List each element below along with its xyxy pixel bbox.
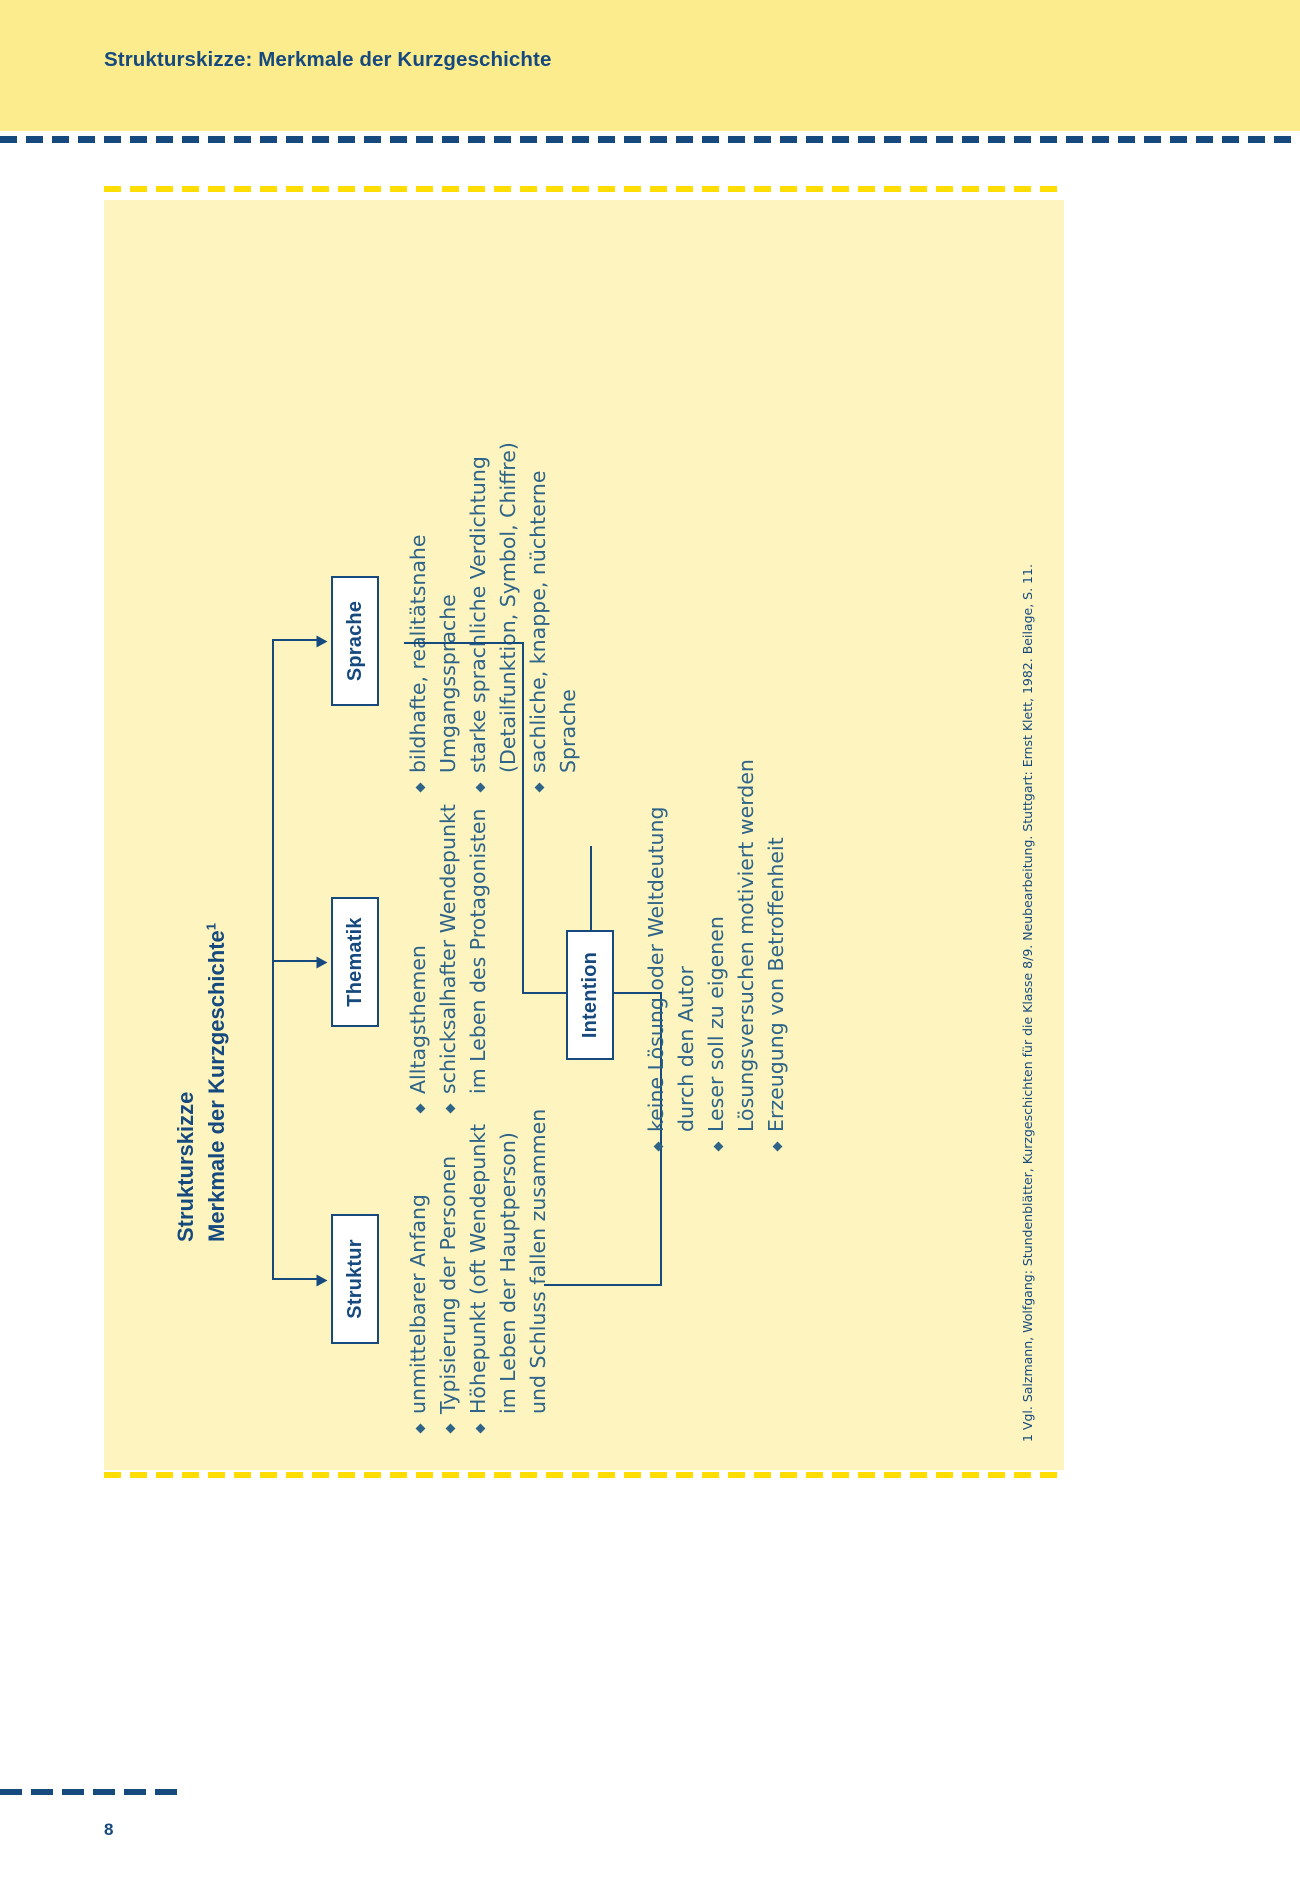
intention-item-label: durch den Autor [673,966,698,1132]
panel-divider-bottom-dashed [104,1472,1064,1478]
thematik-item: im Leben des Protagonisten [464,804,494,1114]
sprache-item-label: sachliche, knappe, nüchterne [525,470,550,773]
diamond-bullet-icon [772,1141,783,1152]
page-number: 8 [104,1820,114,1839]
arrowhead-struktur-icon [316,1274,328,1287]
footer-divider-dashed [0,1789,180,1795]
diamond-bullet-icon [445,1423,456,1434]
connector-intention-left-riser [544,1283,662,1286]
diamond-bullet-icon [415,782,426,793]
struktur-item: Höhepunkt (oft Wendepunkt [464,1109,494,1434]
thematik-item-label: Alltagsthemen [406,945,430,1094]
sprache-item: starke sprachliche Verdichtung [464,442,494,793]
diamond-bullet-icon [445,1103,456,1114]
intention-item: Leser soll zu eigenen [702,759,732,1152]
struktur-item-label: im Leben der Hauptperson) [495,1132,520,1414]
diamond-bullet-icon [475,782,485,793]
diamond-bullet-icon [653,1141,664,1152]
node-struktur[interactable]: Struktur [331,1214,379,1344]
sprache-item: (Detailfunktion, Symbol, Chiffre) [494,442,524,793]
connector-stem-thematik [272,959,322,962]
node-thematik-label: Thematik [343,917,366,1007]
thematik-item-label: schicksalhafter Wendepunkt [435,804,460,1094]
diamond-bullet-icon [415,1423,426,1434]
mindmap-canvas: Strukturskizze Merkmale der Kurzgeschich… [104,200,1064,1470]
intention-item-label: keine Lösung oder Weltdeutung [644,806,668,1132]
arrowhead-thematik-icon [316,956,328,969]
sprache-item: sachliche, knappe, nüchterne [524,442,554,793]
sprache-item: Umgangssprache [434,442,464,793]
diamond-bullet-icon [713,1141,723,1152]
connector-stem-sprache [272,638,322,641]
struktur-item: unmittelbarer Anfang [404,1109,434,1434]
diagram-footnote: 1 Vgl. Salzmann, Wolfgang: Stundenblätte… [1020,564,1035,1442]
sprache-item-label: Sprache [555,689,580,773]
page-title: Strukturskizze: Merkmale der Kurzgeschic… [104,48,552,71]
node-intention[interactable]: Intention [566,930,614,1060]
struktur-item: Typisierung der Personen [434,1109,464,1434]
arrowhead-sprache-icon [316,635,328,648]
diagram-title-line2: Merkmale der Kurzgeschichte [204,930,230,1242]
node-struktur-label: Struktur [343,1239,366,1319]
sprache-item-label: (Detailfunktion, Symbol, Chiffre) [495,442,520,773]
diagram-title-line1: Strukturskizze [173,1091,198,1242]
sprache-item: Sprache [554,442,584,793]
intention-item: Lösungsversuchen motiviert werden [732,759,762,1152]
node-intention-label: Intention [578,951,601,1039]
connector-stem-struktur [272,1277,322,1280]
struktur-item-label: Typisierung der Personen [435,1155,460,1414]
diagram-title: Strukturskizze Merkmale der Kurzgeschich… [170,923,232,1242]
node-sprache[interactable]: Sprache [331,576,379,706]
sprache-item-label: Umgangssprache [435,594,460,773]
sprache-item-label: bildhafte, realitätsnahe [406,534,430,773]
intention-item-label: Erzeugung von Betroffenheit [763,837,788,1132]
thematik-item-label: im Leben des Protagonisten [465,808,490,1095]
intention-item: keine Lösung oder Weltdeutung [642,759,672,1152]
diamond-bullet-icon [415,1103,426,1114]
sprache-item-label: starke sprachliche Verdichtung [465,456,490,773]
diagram-panel [104,200,1064,1470]
header-band [0,0,1300,131]
diagram-title-footnote-marker: 1 [203,922,219,931]
thematik-item: schicksalhafter Wendepunkt [434,804,464,1114]
intention-item: durch den Autor [672,759,702,1152]
connector-intention-right-riser [404,641,524,644]
diamond-bullet-icon [475,1423,485,1434]
struktur-item-label: Höhepunkt (oft Wendepunkt [465,1123,490,1414]
struktur-item-label: und Schluss fallen zusammen [525,1108,550,1414]
diagram-rotation-wrapper: Strukturskizze Merkmale der Kurzgeschich… [104,200,1064,1470]
panel-divider-top-dashed [104,186,1064,192]
node-thematik[interactable]: Thematik [331,897,379,1027]
struktur-item: und Schluss fallen zusammen [524,1109,554,1434]
intention-item-label: Lösungsversuchen motiviert werden [733,759,758,1132]
connector-intention-right [522,642,525,994]
intention-item-label: Leser soll zu eigenen [703,916,728,1132]
diagram-title-line2-wrap: Merkmale der Kurzgeschichte1 [201,923,232,1242]
intention-item: Erzeugung von Betroffenheit [762,759,792,1152]
sprache-item: bildhafte, realitätsnahe [404,442,434,793]
header-divider-dashed [0,136,1300,143]
node-sprache-label: Sprache [343,600,366,682]
diamond-bullet-icon [534,782,545,793]
struktur-item: im Leben der Hauptperson) [494,1109,524,1434]
struktur-item-label: unmittelbarer Anfang [406,1194,430,1414]
thematik-item: Alltagsthemen [404,804,434,1114]
